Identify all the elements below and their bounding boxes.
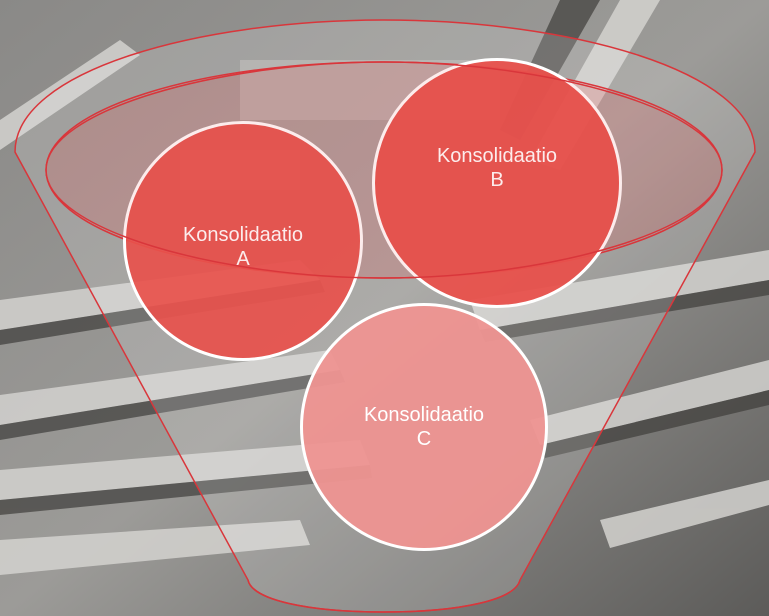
bubble-konsolidaatio-a: Konsolidaatio A <box>123 121 363 361</box>
bubble-a-label: Konsolidaatio A <box>182 224 304 270</box>
bubble-c-label: Konsolidaatio C <box>363 404 485 450</box>
bubble-konsolidaatio-c: Konsolidaatio C <box>300 303 548 551</box>
bubble-b-label: Konsolidaatio B <box>436 145 558 191</box>
bubble-konsolidaatio-b: Konsolidaatio B <box>372 58 622 308</box>
